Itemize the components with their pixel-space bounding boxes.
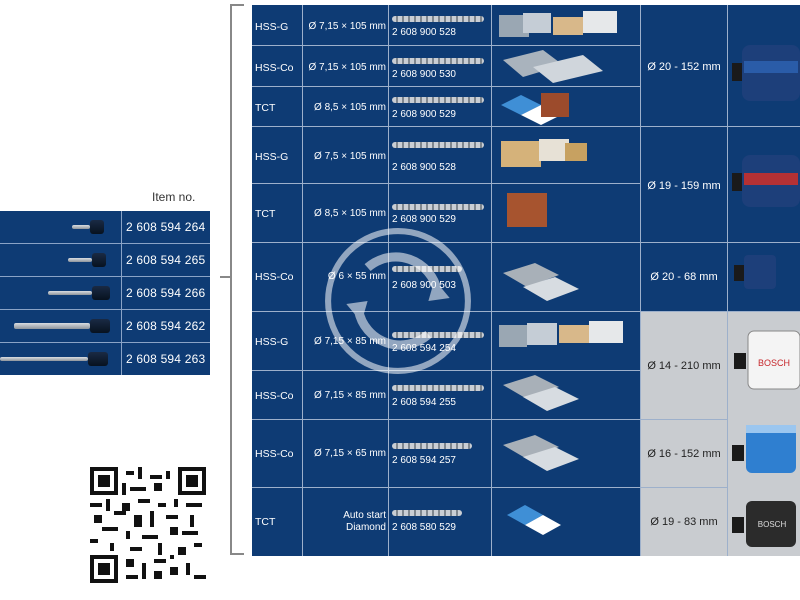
brand-label: BOSCH	[758, 358, 790, 368]
pilot-drill-image	[392, 142, 484, 148]
cutting-material: HSS-Co	[255, 448, 294, 460]
adapter-row: 2 608 594 263	[0, 342, 210, 375]
hole-saw-image	[732, 155, 800, 207]
material-image-tile	[507, 505, 561, 535]
adapter-row: 2 608 594 266	[0, 276, 210, 309]
adapter-image	[0, 244, 122, 276]
adapter-row: 2 608 594 262	[0, 309, 210, 342]
rotate-arrows-watermark-icon	[325, 228, 471, 374]
drill-item-number: 2 608 900 528	[392, 27, 456, 38]
drill-item-number: 2 608 900 529	[392, 109, 456, 120]
cutting-material: HSS-Co	[255, 271, 294, 283]
adapter-row: 2 608 594 264	[0, 211, 210, 243]
adapter-image	[0, 343, 122, 375]
pilot-drill-image	[392, 443, 472, 449]
drill-item-number: 2 608 594 255	[392, 397, 456, 408]
hole-saw-image	[732, 425, 796, 473]
drill-dimension: Ø 7,5 × 105 mm	[314, 151, 386, 162]
pilot-drill-image	[392, 58, 484, 64]
material-image-metal-3	[503, 375, 579, 411]
drill-item-number: 2 608 900 529	[392, 214, 456, 225]
cutting-material: TCT	[255, 516, 276, 528]
bracket	[220, 4, 244, 555]
pilot-drill-image	[392, 16, 484, 22]
material-image-metal-plates	[503, 263, 579, 301]
drill-item-number: 2 608 900 528	[392, 162, 456, 173]
material-image-wood-multi	[501, 139, 587, 167]
hole-saw-image: BOSCH	[732, 501, 796, 547]
brand-label: BOSCH	[758, 520, 787, 529]
material-image-brick	[507, 193, 547, 227]
material-image-metal	[503, 50, 603, 83]
adapter-row: 2 608 594 265	[0, 243, 210, 276]
pilot-drill-image	[392, 385, 484, 391]
diameter-range: Ø 19 - 159 mm	[647, 180, 721, 192]
adapter-item-number: 2 608 594 263	[126, 352, 206, 366]
drill-item-number: 2 608 594 257	[392, 455, 456, 466]
material-images	[499, 11, 623, 535]
pilot-drill-image	[392, 204, 484, 210]
pilot-drill-image	[392, 97, 484, 103]
material-image-tile-brick	[501, 93, 569, 125]
range-cell-light	[640, 311, 728, 419]
cutting-material: HSS-G	[255, 336, 289, 348]
hole-saw-image	[732, 45, 800, 101]
cutting-material: TCT	[255, 208, 276, 220]
drill-dimension: Ø 7,15 × 85 mm	[314, 336, 386, 347]
hole-saw-image: BOSCH	[734, 330, 800, 390]
drill-dimension: Ø 7,15 × 65 mm	[314, 448, 386, 459]
hole-saw-image	[734, 255, 776, 289]
adapter-item-number: 2 608 594 266	[126, 286, 206, 300]
drill-item-number: 2 608 900 503	[392, 280, 456, 291]
adapter-image	[0, 277, 122, 309]
diameter-range: Ø 20 - 152 mm	[647, 61, 721, 73]
range-cell-light	[640, 487, 728, 556]
cutting-material: HSS-G	[255, 21, 289, 33]
diameter-range: Ø 16 - 152 mm	[647, 448, 721, 460]
drill-dimension: Ø 6 × 55 mm	[327, 271, 386, 282]
adapter-item-number: 2 608 594 262	[126, 319, 206, 333]
drill-dimension: Ø 7,15 × 105 mm	[308, 62, 386, 73]
adapter-image	[0, 310, 122, 342]
diameter-range: Ø 20 - 68 mm	[650, 271, 718, 283]
item-no-header: Item no.	[152, 190, 196, 204]
drill-dimension-line1: Auto start	[343, 510, 386, 521]
cutting-material: HSS-G	[255, 151, 289, 163]
drill-item-number: 2 608 594 254	[392, 343, 456, 354]
drill-dimension: Ø 8,5 × 105 mm	[314, 102, 386, 113]
pilot-drill-image	[392, 332, 484, 338]
diameter-range: Ø 14 - 210 mm	[647, 360, 721, 372]
drill-item-number: 2 608 900 530	[392, 69, 456, 80]
drill-item-number: 2 608 580 529	[392, 522, 456, 533]
drill-dimension: Ø 7,15 × 85 mm	[314, 390, 386, 401]
cutting-material: HSS-Co	[255, 390, 294, 402]
adapter-item-number: 2 608 594 265	[126, 253, 206, 267]
adapter-item-number: 2 608 594 264	[126, 220, 206, 234]
drill-dimension-line2: Diamond	[345, 522, 386, 533]
adapter-table: 2 608 594 264 2 608 594 265 2 608 594 26…	[0, 211, 210, 375]
adapter-image	[0, 211, 122, 243]
material-image-metal-4	[503, 435, 579, 471]
material-image-multi-2	[499, 321, 623, 347]
pilot-drill-image	[392, 510, 462, 516]
range-cell-light	[640, 419, 728, 487]
drill-dimension: Ø 7,15 × 105 mm	[308, 21, 386, 32]
drill-dimension: Ø 8,5 × 105 mm	[314, 208, 386, 219]
material-image-multi	[499, 11, 617, 37]
cutting-material: TCT	[255, 102, 276, 114]
cutting-material: HSS-Co	[255, 62, 294, 74]
hole-saw-images: BOSCH BOSCH	[732, 45, 800, 547]
qr-code-icon	[90, 467, 206, 583]
diameter-range: Ø 19 - 83 mm	[650, 516, 718, 528]
